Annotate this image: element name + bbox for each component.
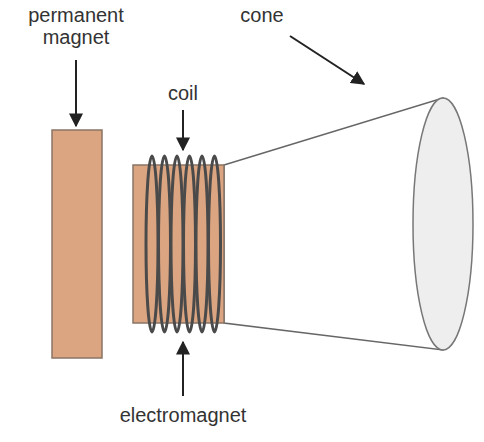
leader-arrow [182, 342, 184, 396]
leader-arrow [75, 60, 77, 126]
part-label: permanent magnet [11, 4, 141, 48]
coil-turn [196, 156, 208, 332]
part-label: cone [222, 4, 302, 26]
cone-body [224, 98, 443, 350]
coil-turn [159, 156, 171, 332]
part-label: electromagnet [93, 404, 273, 426]
permanent-magnet [52, 130, 102, 358]
leader-arrow [182, 110, 184, 150]
coil-windings [146, 156, 221, 332]
coil-turn [146, 156, 158, 332]
cone-rim [413, 98, 473, 350]
part-label: coil [143, 82, 223, 104]
coil-turn [184, 156, 196, 332]
leader-arrow [290, 36, 364, 84]
coil-turn [209, 156, 221, 332]
coil-turn [171, 156, 183, 332]
